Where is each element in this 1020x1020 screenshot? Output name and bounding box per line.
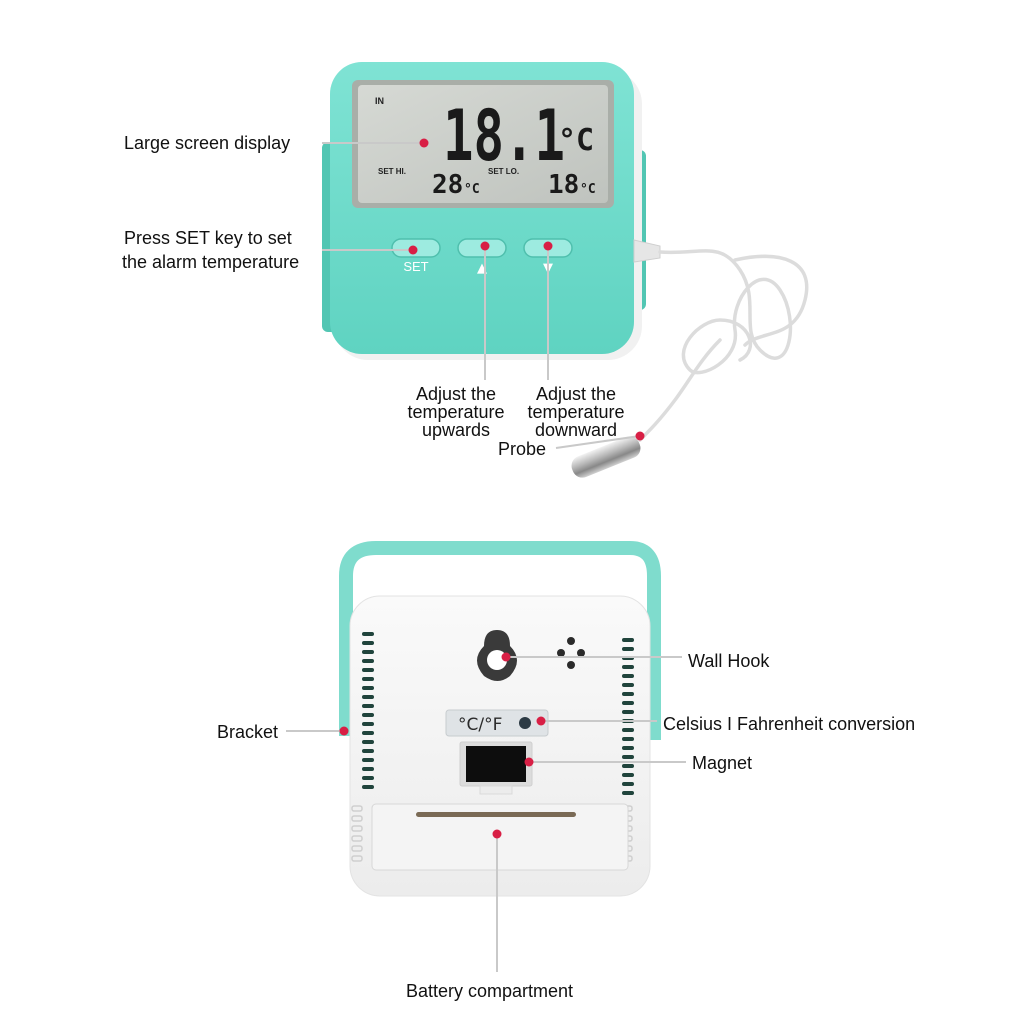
unit-switch-button[interactable] bbox=[519, 717, 531, 729]
unit-switch-panel bbox=[445, 709, 549, 737]
bracket bbox=[339, 541, 661, 740]
lcd-set-lo-value: 18 bbox=[548, 170, 579, 200]
lcd-in-label: IN bbox=[375, 96, 384, 106]
callout-adjust-up-line1: Adjust the bbox=[415, 384, 497, 404]
callout-adjust-up: Adjust the temperature upwards bbox=[400, 385, 512, 439]
lcd-main-unit: °C bbox=[558, 123, 594, 158]
set-button-label: SET bbox=[403, 259, 428, 274]
lcd-set-lo-unit: °C bbox=[580, 182, 596, 197]
callout-magnet: Magnet bbox=[692, 753, 753, 773]
magnet bbox=[466, 746, 526, 782]
callout-adjust-down: Adjust the temperature downward bbox=[518, 385, 634, 439]
callout-large-screen: Large screen display bbox=[124, 133, 291, 153]
callout-adjust-down-line3: downward bbox=[534, 420, 618, 440]
callout-press-set-line1: Press SET key to set bbox=[124, 228, 292, 248]
callout-battery-compartment: Battery compartment bbox=[406, 981, 574, 1001]
lcd-set-lo-label: SET LO. bbox=[488, 167, 519, 176]
pointer-lines bbox=[286, 142, 686, 972]
speaker-holes bbox=[557, 637, 585, 669]
cable-plug bbox=[633, 239, 661, 263]
callout-bracket: Bracket bbox=[217, 722, 279, 742]
probe-cable bbox=[638, 249, 809, 442]
callout-adjust-up-line3: upwards bbox=[421, 420, 491, 440]
lcd-main-temperature: 18.1 bbox=[443, 95, 565, 177]
callout-adjust-up-line2: temperature bbox=[407, 402, 505, 422]
lcd-screen bbox=[358, 85, 608, 203]
front-thermometer: IN 18.1 °C SET HI. 28 °C SET LO. 18 °C S… bbox=[322, 62, 661, 360]
pointer-dots bbox=[339, 138, 645, 839]
lcd-set-hi-label: SET HI. bbox=[378, 167, 406, 176]
callout-adjust-down-line2: temperature bbox=[527, 402, 625, 422]
lcd-set-hi-unit: °C bbox=[464, 182, 480, 197]
vents-left bbox=[362, 632, 374, 789]
battery-cover-groove bbox=[416, 812, 576, 817]
lcd-set-hi-value: 28 bbox=[432, 170, 463, 200]
callout-press-set-line2: the alarm temperature bbox=[122, 252, 300, 272]
callout-celsius-fahrenheit: Celsius I Fahrenheit conversion bbox=[663, 714, 916, 734]
callout-adjust-down-line1: Adjust the bbox=[535, 384, 617, 404]
callout-wall-hook: Wall Hook bbox=[688, 651, 770, 671]
probe bbox=[571, 436, 641, 478]
unit-switch-label: °C/°F bbox=[458, 715, 502, 735]
up-arrow-icon: ▲ bbox=[477, 261, 487, 276]
callout-probe: Probe bbox=[498, 439, 547, 459]
